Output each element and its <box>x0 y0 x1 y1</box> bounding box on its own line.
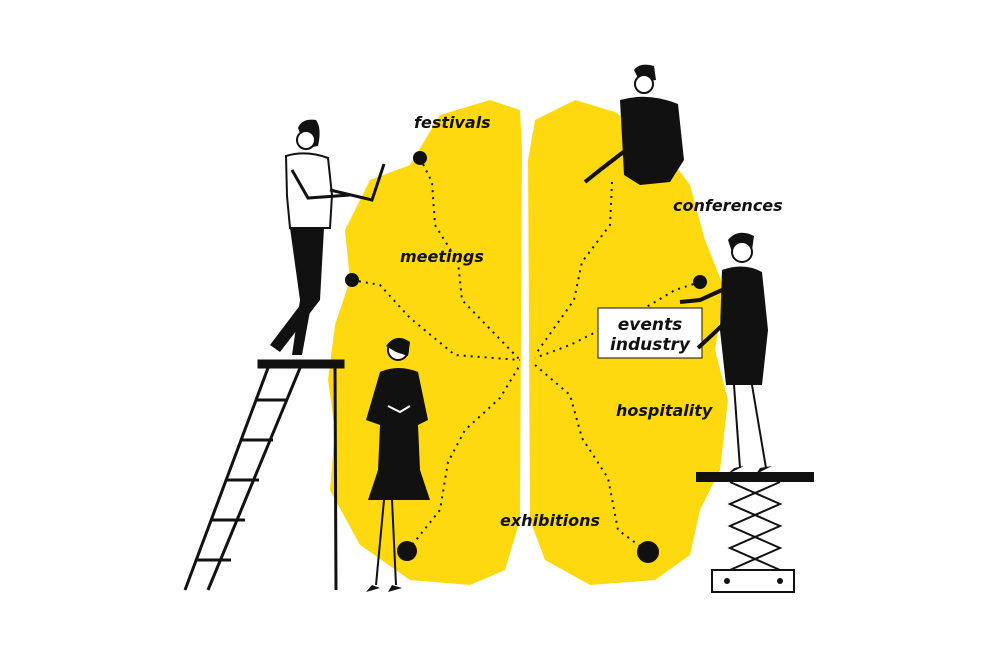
events-industry-box <box>597 307 703 359</box>
node-festivals <box>413 151 427 165</box>
man-reaching-figure <box>583 64 684 185</box>
node-conferences <box>693 275 707 289</box>
label-festivals: festivals <box>414 113 491 132</box>
label-industry: industry <box>610 335 691 355</box>
man-with-laptop-figure <box>270 119 386 355</box>
label-conferences: conferences <box>673 196 783 215</box>
scissor-lift <box>696 472 814 593</box>
woman-in-dress-figure <box>366 337 430 592</box>
woman-on-lift-figure <box>679 232 772 474</box>
label-events: events <box>618 315 683 335</box>
node-meetings <box>345 273 359 287</box>
node-hospitality <box>637 541 659 563</box>
label-hospitality: hospitality <box>616 401 713 420</box>
ladder <box>183 359 345 591</box>
connector-lines <box>351 157 701 553</box>
node-exhibitions <box>397 541 417 561</box>
label-exhibitions: exhibitions <box>500 511 600 530</box>
label-meetings: meetings <box>400 247 484 266</box>
brain-left-hemisphere <box>328 100 522 585</box>
